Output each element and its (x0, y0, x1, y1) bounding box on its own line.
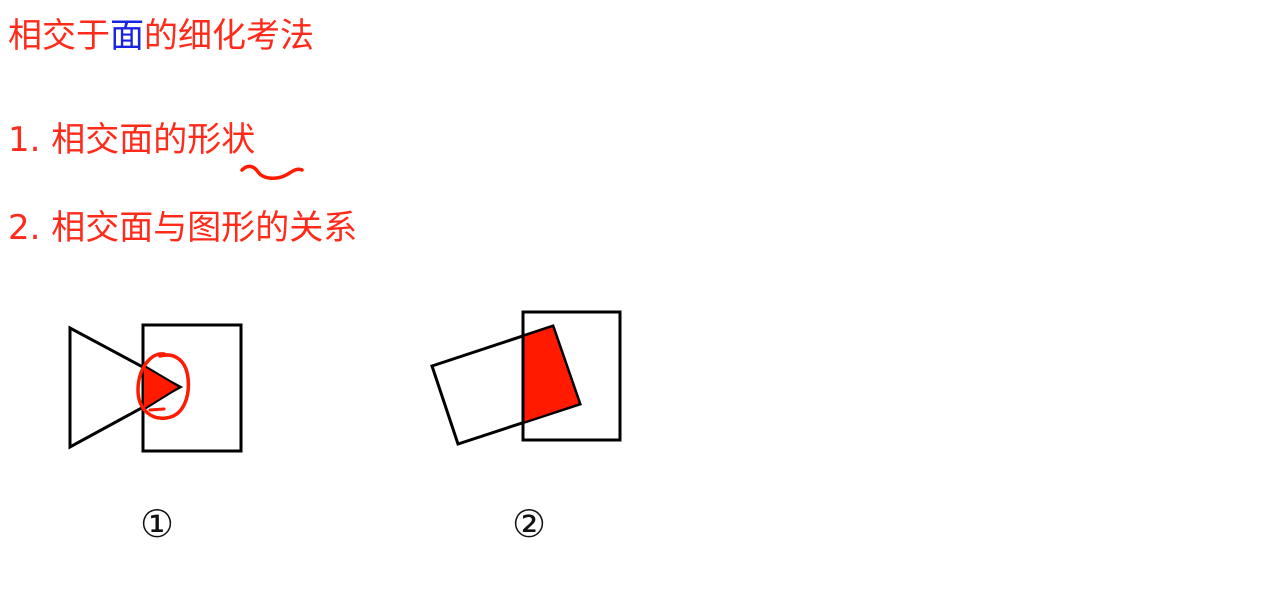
title-accent-word: 面 (110, 16, 144, 56)
point-item-2: 2. 相交面与图形的关系 (8, 206, 357, 250)
point-item-1: 1. 相交面的形状 (8, 118, 255, 162)
figure-2-rectangles (430, 310, 622, 446)
figure-2-overlap-region (522, 324, 582, 425)
handwritten-underline-mark (240, 164, 304, 180)
figure-1-triangle (68, 325, 184, 450)
title-suffix: 的细化考法 (144, 16, 314, 56)
title-prefix: 相交于 (8, 16, 110, 56)
figure-1-overlap-region (142, 363, 182, 412)
point-text-1: 相交面的形状 (51, 120, 256, 160)
figure-2-upright-rectangle (521, 310, 622, 442)
slide-title: 相交于面的细化考法 (8, 14, 314, 58)
figure-2-label: ② (512, 502, 547, 546)
figure-1-triangle-square (68, 323, 243, 453)
figure-1-label: ① (140, 502, 175, 546)
point-number-2: 2. (8, 208, 41, 248)
point-text-2: 相交面与图形的关系 (51, 208, 358, 248)
figure-1-hand-mark (148, 407, 166, 412)
figure-1-hand-drawn-circle (136, 352, 191, 420)
point-number-1: 1. (8, 120, 41, 160)
